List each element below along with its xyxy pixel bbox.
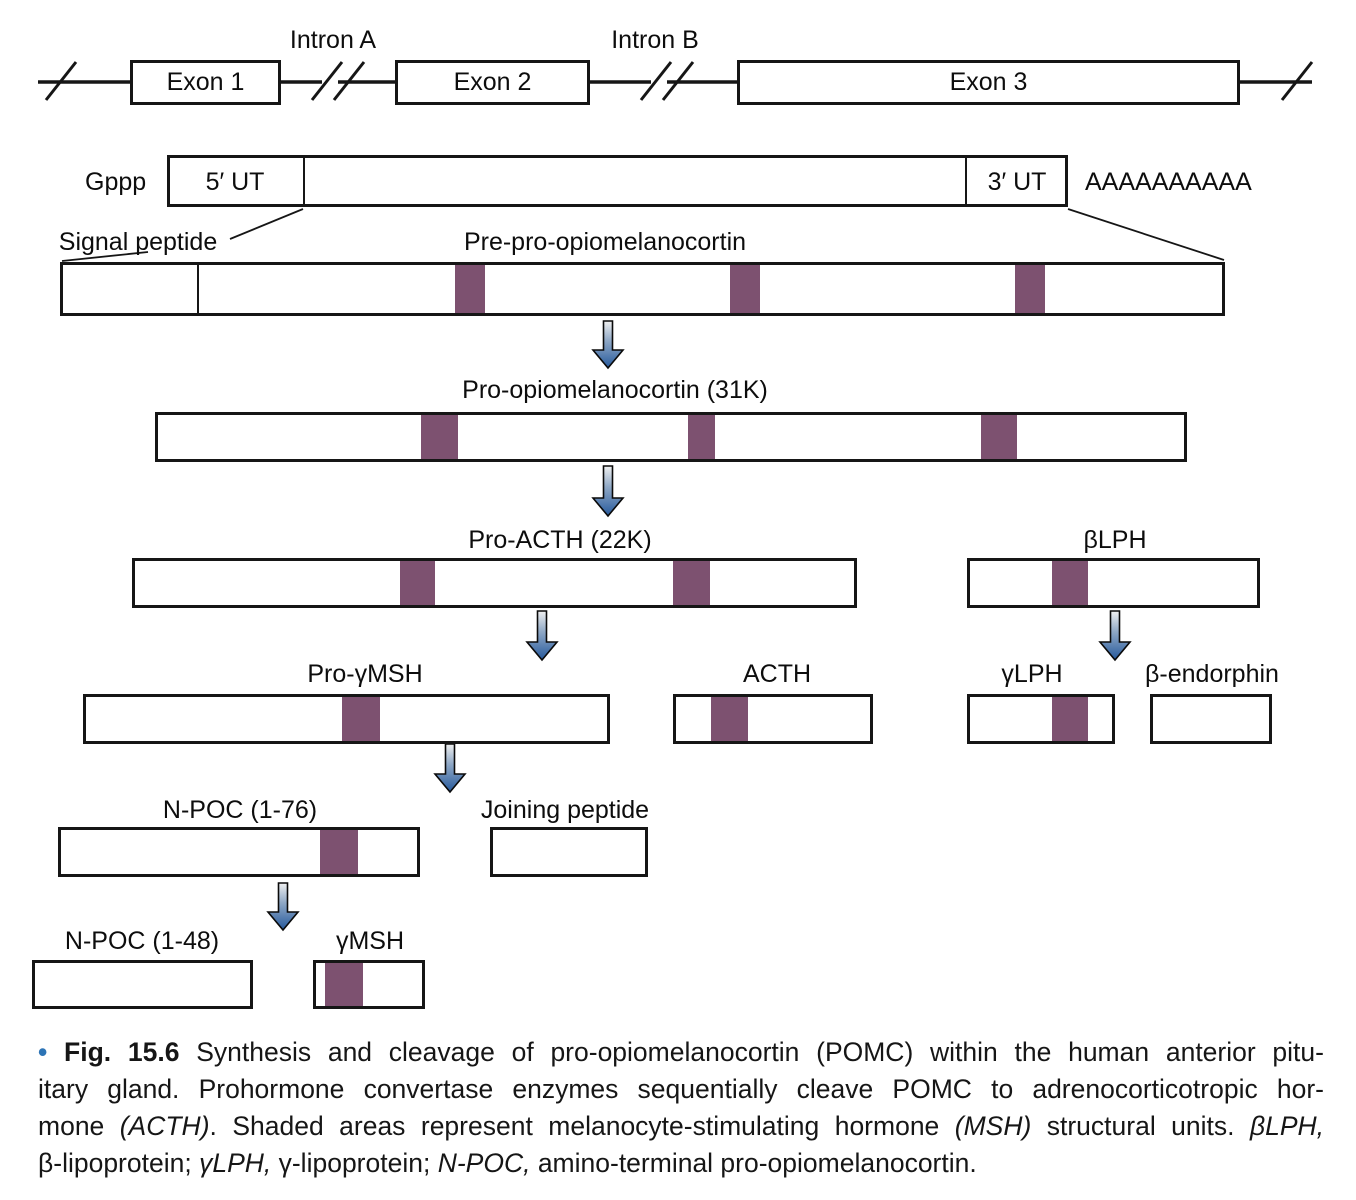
n-poc-1-48-box <box>32 960 253 1009</box>
utr5-boundary-line <box>303 158 305 204</box>
caption-line-1: • Fig. 15.6 Synthesis and cleavage of pr… <box>38 1034 1324 1071</box>
n-poc-1-76-label: N-POC (1-76) <box>162 796 318 824</box>
cleavage-arrow-npoc76 <box>266 882 300 932</box>
exon2-label: Exon 2 <box>453 68 532 96</box>
utr3-label: 3′ UT <box>987 168 1047 196</box>
cleavage-arrow-blph <box>1098 610 1132 662</box>
msh-band <box>1052 561 1088 605</box>
exon1-box <box>130 60 281 105</box>
figure-caption: • Fig. 15.6 Synthesis and cleavage of pr… <box>38 1034 1324 1182</box>
msh-band <box>342 697 380 741</box>
msh-band <box>1052 697 1088 741</box>
glph-box <box>967 694 1115 744</box>
caption-abbrev-glph: γLPH, <box>199 1148 272 1178</box>
pre-pro-opiomelanocortin-box <box>60 262 1225 316</box>
acth-box <box>673 694 873 744</box>
caption-bullet: • <box>38 1037 48 1067</box>
pre-pro-opiomelanocortin-label: Pre-pro-opiomelanocortin <box>463 228 747 256</box>
signal-peptide-label: Signal peptide <box>58 228 218 256</box>
caption-text: structural units. <box>1031 1111 1250 1141</box>
caption-text: amino-terminal pro-opiomelanocortin. <box>530 1148 977 1178</box>
msh-band <box>421 415 458 459</box>
msh-band <box>981 415 1017 459</box>
gmsh-label: γMSH <box>335 927 405 955</box>
msh-band <box>400 561 435 605</box>
utr5-label: 5′ UT <box>205 168 265 196</box>
msh-band <box>455 265 485 313</box>
caption-text: itary gland. Prohormone convertase enzym… <box>38 1074 1324 1104</box>
blph-label: βLPH <box>1083 526 1147 554</box>
joining-peptide-box <box>490 827 648 877</box>
cleavage-arrow-proacth <box>525 610 559 662</box>
caption-abbrev-msh: (MSH) <box>954 1111 1032 1141</box>
cleavage-arrow-preproopiomelanocortin <box>591 320 625 370</box>
intron-a-label: Intron A <box>289 26 377 54</box>
exon1-label: Exon 1 <box>166 68 245 96</box>
exon2-box <box>395 60 590 105</box>
figure-number: Fig. 15.6 <box>64 1037 180 1067</box>
caption-text: γ-lipoprotein; <box>271 1148 438 1178</box>
joining-peptide-label: Joining peptide <box>480 796 650 824</box>
caption-line-2: itary gland. Prohormone convertase enzym… <box>38 1071 1324 1108</box>
b-endorphin-label: β-endorphin <box>1145 660 1279 688</box>
caption-text: . Shaded areas represent melanocyte-stim… <box>209 1111 955 1141</box>
pro-acth-22k-box <box>132 558 857 608</box>
caption-abbrev-acth: (ACTH) <box>119 1111 210 1141</box>
utr3-boundary-line <box>965 158 967 204</box>
msh-band <box>325 963 363 1006</box>
caption-abbrev-npoc: N-POC, <box>437 1148 531 1178</box>
msh-band <box>320 830 358 874</box>
caption-line-4: β-lipoprotein; γLPH, γ-lipoprotein; N-PO… <box>38 1145 1324 1182</box>
intron-b-label: Intron B <box>611 26 699 54</box>
msh-band <box>688 415 715 459</box>
pro-acth-22k-label: Pro-ACTH (22K) <box>468 526 652 554</box>
mrna-box <box>167 155 1068 207</box>
exon3-label: Exon 3 <box>949 68 1028 96</box>
blph-box <box>967 558 1260 608</box>
acth-label: ACTH <box>742 660 812 688</box>
pomc-31k-box <box>155 412 1187 462</box>
msh-band <box>730 265 760 313</box>
msh-band <box>1015 265 1045 313</box>
caption-line-3: mone (ACTH). Shaded areas represent mela… <box>38 1108 1324 1145</box>
caption-text: Synthesis and cleavage of pro-opiomelano… <box>196 1037 1324 1067</box>
caption-text: mone <box>38 1111 120 1141</box>
n-poc-1-76-box <box>58 827 420 877</box>
glph-label: γLPH <box>1001 660 1063 688</box>
cleavage-arrow-pomc31k <box>591 465 625 518</box>
poly-a-tail-label: AAAAAAAAAA <box>1085 168 1252 196</box>
mrna-cap-label: Gppp <box>85 168 147 196</box>
pomc-31k-label: Pro-opiomelanocortin (31K) <box>462 376 768 404</box>
caption-text: β-lipoprotein; <box>38 1148 200 1178</box>
cleavage-arrow-progmsh <box>433 743 467 794</box>
b-endorphin-box <box>1150 694 1272 744</box>
pro-gmsh-label: Pro-γMSH <box>307 660 423 688</box>
exon3-box <box>737 60 1240 105</box>
n-poc-1-48-label: N-POC (1-48) <box>64 927 220 955</box>
signal-peptide-boundary-line <box>197 265 199 313</box>
msh-band <box>673 561 710 605</box>
caption-abbrev-blph: βLPH, <box>1249 1111 1324 1141</box>
msh-band <box>711 697 748 741</box>
